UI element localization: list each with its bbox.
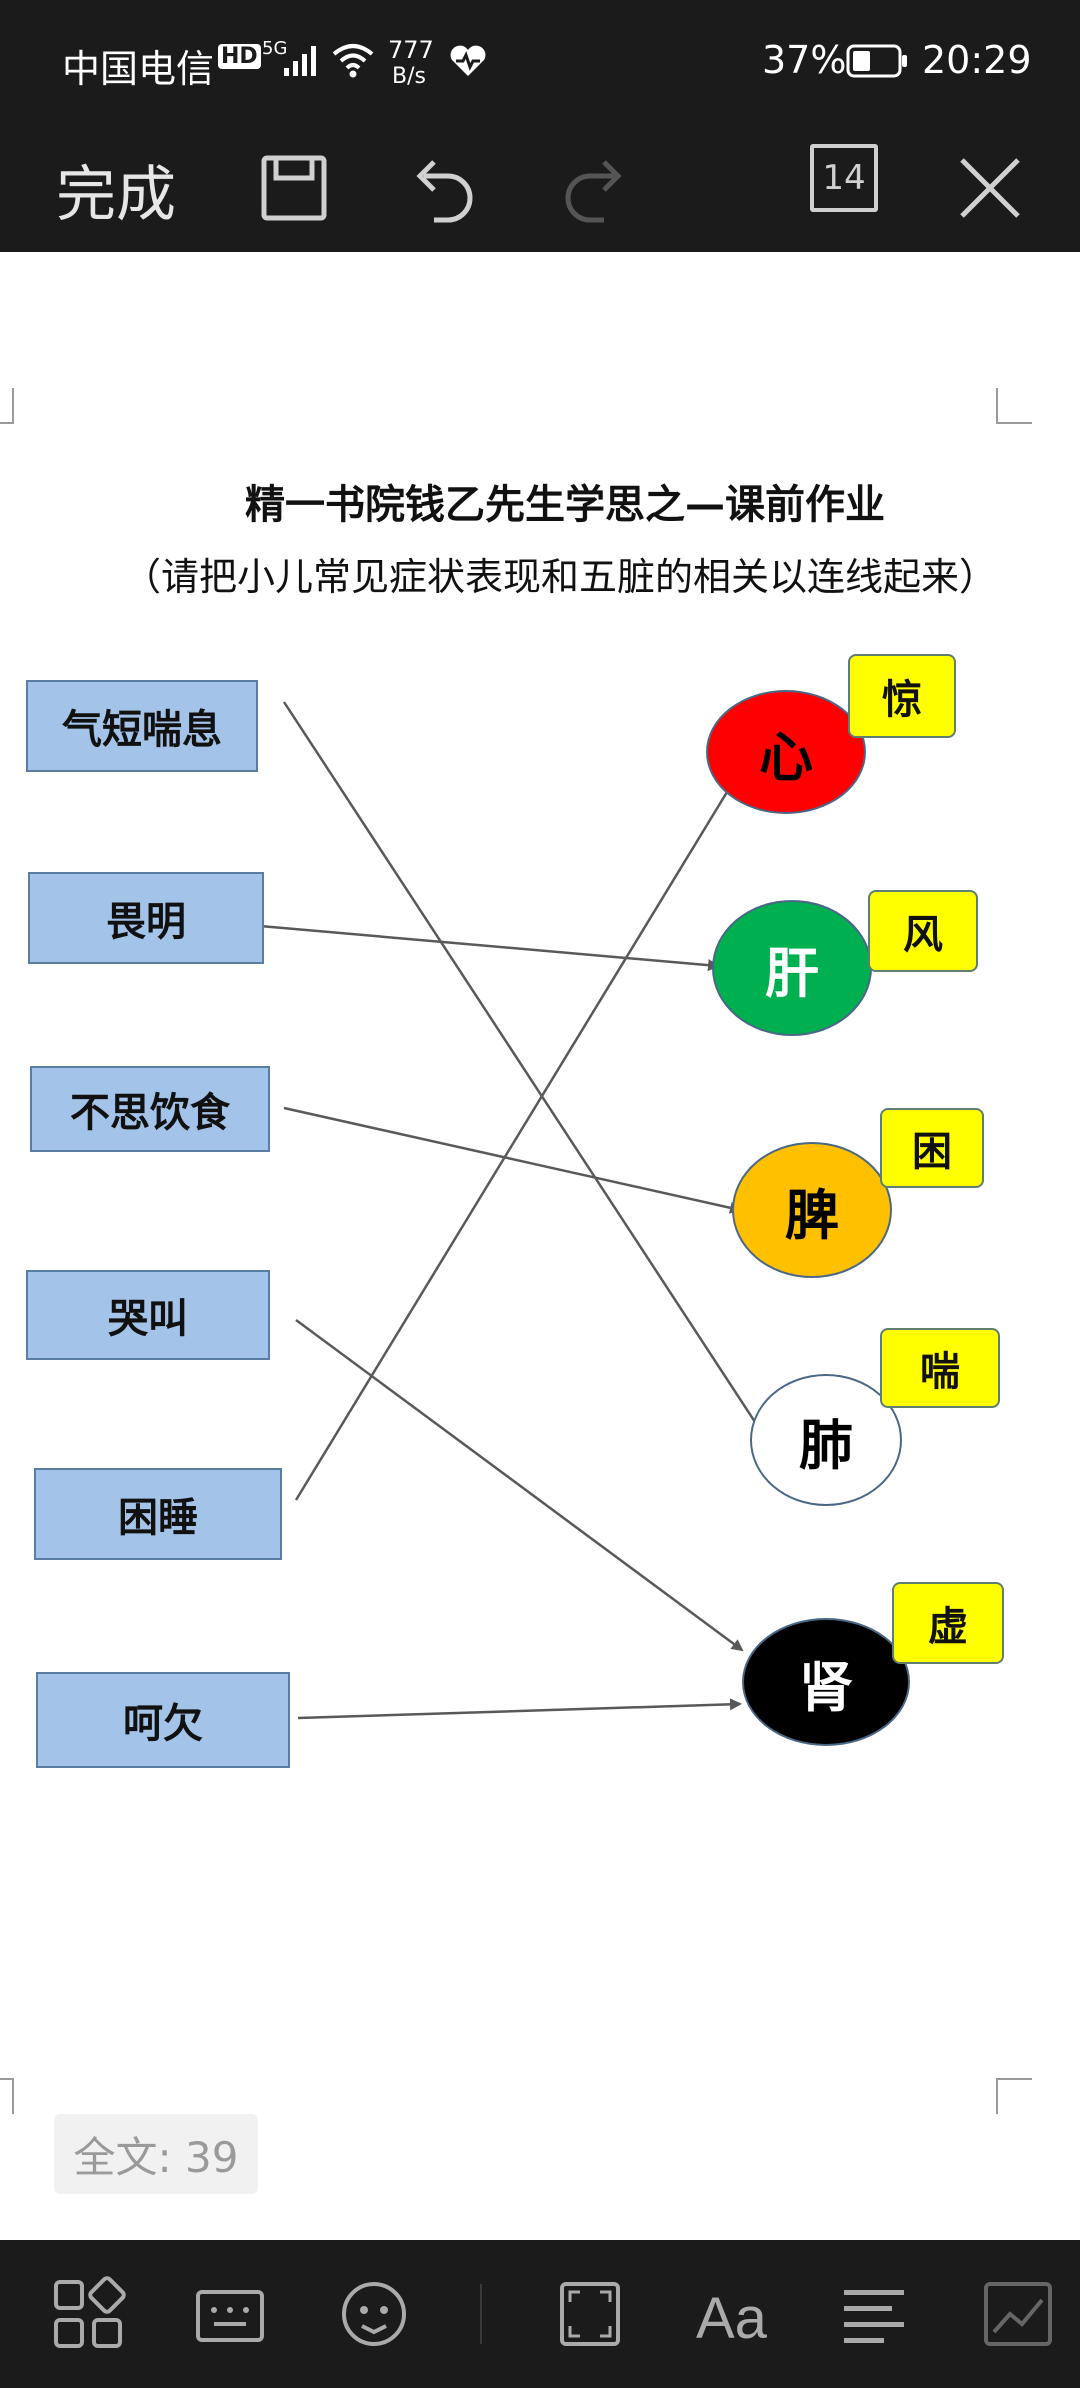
net-speed-value: 777: [388, 36, 434, 64]
assistant-icon[interactable]: [336, 2276, 412, 2352]
word-count-badge: 全文: 39: [54, 2114, 258, 2194]
organ-tag[interactable]: 风: [868, 890, 978, 972]
symptom-box[interactable]: 畏明: [28, 872, 264, 964]
symptom-box[interactable]: 气短喘息: [26, 680, 258, 772]
connection-arrow[interactable]: [282, 701, 774, 1450]
health-heart-icon: [450, 45, 486, 76]
organ-tag[interactable]: 虚: [892, 1582, 1004, 1664]
fullscreen-icon[interactable]: [552, 2276, 628, 2352]
organ-tag[interactable]: 喘: [880, 1328, 1000, 1408]
connection-arrow[interactable]: [283, 1106, 742, 1214]
clock: 20:29: [922, 38, 1032, 82]
undo-icon[interactable]: [394, 138, 494, 238]
organ-circle[interactable]: 心: [706, 690, 866, 814]
toolbar-divider: [480, 2284, 482, 2344]
status-bar: 中国电信 HD 5G 777 B/s 37% 20:29: [0, 0, 1080, 124]
editor-toolbar: 完成 14: [0, 124, 1080, 252]
done-button[interactable]: 完成: [56, 160, 176, 230]
page-corner-mark: [996, 2078, 1032, 2114]
page-corner-mark: [996, 388, 1032, 424]
symptom-box[interactable]: 哭叫: [26, 1270, 270, 1360]
page-corner-mark: [0, 388, 14, 424]
paragraph-align-icon[interactable]: [836, 2276, 912, 2352]
save-icon[interactable]: [244, 138, 344, 238]
redo-icon[interactable]: [544, 138, 644, 238]
battery-icon: [846, 44, 907, 78]
organ-tag[interactable]: 困: [880, 1108, 984, 1188]
organ-tag[interactable]: 惊: [848, 654, 956, 738]
keyboard-icon[interactable]: [192, 2276, 268, 2352]
symptom-box[interactable]: 不思饮食: [30, 1066, 270, 1152]
signal-icon: [284, 46, 316, 76]
chart-insert-icon[interactable]: [980, 2276, 1056, 2352]
connection-arrow[interactable]: [297, 1698, 742, 1720]
page-corner-mark: [0, 2078, 14, 2114]
organ-circle[interactable]: 肺: [750, 1374, 902, 1506]
organ-circle[interactable]: 肝: [712, 900, 872, 1036]
carrier-name: 中国电信: [62, 47, 215, 91]
organ-circle[interactable]: 肾: [742, 1618, 910, 1746]
connection-lines: [259, 701, 774, 1720]
wifi-icon: [332, 44, 374, 78]
battery-percent: 37%: [762, 38, 847, 82]
font-format-icon[interactable]: Aa: [694, 2276, 770, 2352]
network-type: 5G: [262, 38, 288, 59]
connection-arrow[interactable]: [259, 924, 720, 972]
symptom-box[interactable]: 困睡: [34, 1468, 282, 1560]
close-icon[interactable]: [940, 138, 1040, 238]
worksheet-title: 精一书院钱乙先生学思之—课前作业: [245, 482, 885, 528]
connection-arrow[interactable]: [295, 1318, 744, 1652]
symptom-box[interactable]: 呵欠: [36, 1672, 290, 1768]
bottom-toolbar: Aa: [0, 2240, 1080, 2388]
document-page: 精一书院钱乙先生学思之—课前作业 （请把小儿常见症状表现和五脏的相关以连线起来）…: [0, 252, 1080, 2240]
hd-badge: HD: [218, 44, 261, 69]
layout-grid-icon[interactable]: [50, 2276, 126, 2352]
organ-circle[interactable]: 脾: [732, 1142, 892, 1278]
connection-arrow[interactable]: [294, 772, 740, 1501]
page-count-button[interactable]: 14: [810, 144, 878, 212]
svg-text:Aa: Aa: [696, 2286, 768, 2351]
net-speed-unit: B/s: [392, 64, 426, 89]
worksheet-instructions: （请把小儿常见症状表现和五脏的相关以连线起来）: [122, 555, 997, 599]
